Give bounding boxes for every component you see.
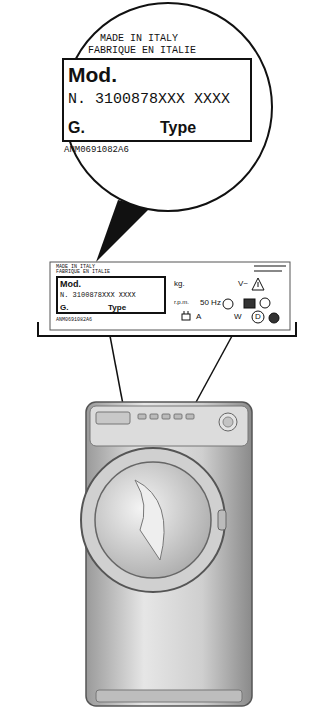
plate-field: N. 3100878XXX XXXX	[60, 292, 136, 299]
rating-field: W	[234, 313, 242, 321]
rating-field: A	[196, 313, 201, 321]
rating-field: r.p.m.	[174, 299, 189, 305]
rating-box: Mod. N. 3100878XXX XXXX G. Type	[56, 276, 166, 314]
serial-code: ANM0691082A6	[64, 146, 129, 155]
rating-field: kg.	[174, 280, 185, 288]
serial-code: ANM0691082A6	[56, 318, 92, 323]
plate-field: Type	[108, 304, 126, 312]
rating-field: 50 Hz	[200, 299, 221, 307]
plate-field: N. 3100878XXX XXXX	[68, 92, 230, 107]
plate-field: Mod.	[60, 280, 81, 289]
symbol-letter: D	[255, 313, 261, 321]
rating-box: Mod. N. 3100878XXX XXXX G. Type	[62, 58, 252, 142]
rating-field: V~	[238, 280, 248, 288]
plate-field: Type	[160, 120, 196, 136]
plate-field: G.	[68, 120, 85, 136]
origin-label: FABRIQUE EN ITALIE	[88, 46, 196, 56]
plate-field: G.	[60, 304, 68, 312]
origin-label: FABRIQUE EN ITALIE	[56, 270, 110, 275]
origin-label: MADE IN ITALY	[100, 34, 178, 44]
plate-field: Mod.	[68, 64, 117, 85]
